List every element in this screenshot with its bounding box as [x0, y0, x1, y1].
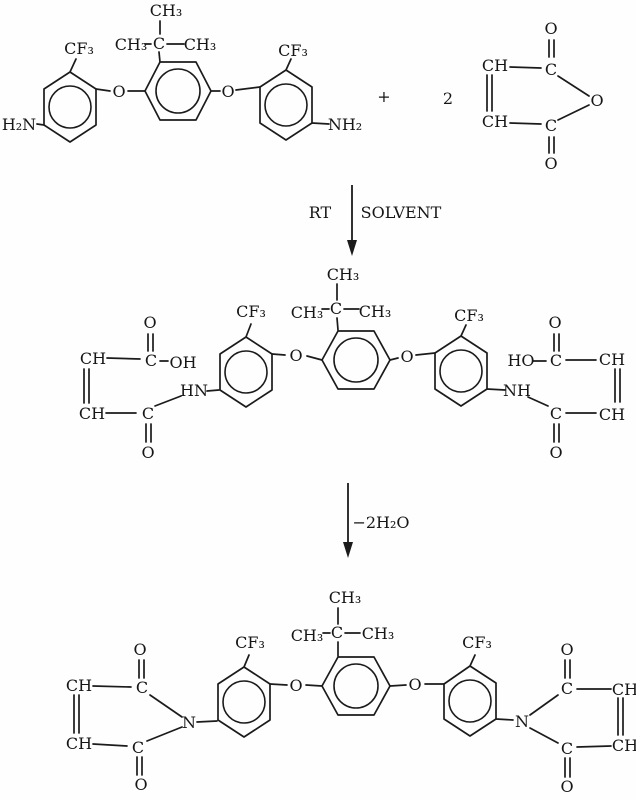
atom-label-cf3: CF₃: [454, 306, 484, 325]
plus-sign: +: [377, 87, 390, 106]
bonds: [83, 283, 621, 443]
arrow-head: [343, 542, 353, 558]
atom-label-ch: CH: [599, 405, 625, 424]
atom-label-c: C: [136, 678, 148, 697]
atom-label-ch: CH: [66, 676, 92, 695]
condition-label-minus-2h2o: −2H₂O: [352, 513, 409, 532]
aromatic-circle: [333, 663, 379, 709]
atom-label-ch: CH: [612, 680, 636, 699]
product-bismaleimide: CH O C CH C O N CF₃ O CH₃ CH₃ C CH₃ O CF…: [66, 588, 636, 796]
atom-label-ch3: CH₃: [184, 35, 217, 54]
aromatic-circle: [222, 680, 266, 724]
atom-label-ch3: CH₃: [329, 588, 362, 607]
atom-label-c: C: [550, 351, 562, 370]
bonds: [36, 20, 330, 126]
atom-label-c: C: [545, 60, 557, 79]
stoichiometric-coefficient: 2: [443, 89, 453, 108]
benzene-ring-hexagon: [443, 665, 497, 737]
atom-label-o: O: [221, 82, 234, 101]
benzene-ring-hexagon: [217, 666, 271, 738]
atom-label-ch: CH: [482, 56, 508, 75]
atom-label-c: C: [331, 623, 343, 642]
condition-label-solvent: SOLVENT: [361, 203, 442, 222]
atom-label-o: O: [289, 676, 302, 695]
atom-label-c: C: [550, 404, 562, 423]
atom-label-ch3: CH₃: [362, 624, 395, 643]
atom-label-o: O: [560, 777, 573, 796]
aromatic-circle: [448, 679, 492, 723]
benzene-ring-hexagon: [219, 336, 273, 408]
atom-label-nh2: NH₂: [328, 115, 362, 134]
atom-label-o: O: [549, 443, 562, 462]
benzene-ring-hexagon: [321, 656, 391, 716]
atom-label-hn: HN: [180, 381, 208, 400]
atom-label-c: C: [145, 351, 157, 370]
atom-label-n: N: [515, 712, 529, 731]
aromatic-circle: [224, 350, 268, 394]
aromatic-circle: [333, 337, 379, 383]
arrow-head: [347, 240, 357, 256]
reactant-maleic-anhydride: O CH C O CH C O: [482, 19, 604, 173]
aromatic-circle: [264, 83, 308, 127]
atom-label-o: O: [141, 443, 154, 462]
atom-label-cf3: CF₃: [278, 41, 308, 60]
atom-label-c: C: [153, 34, 165, 53]
atom-label-c: C: [142, 404, 154, 423]
bonds: [73, 607, 624, 778]
atom-label-o: O: [112, 82, 125, 101]
atom-label-ch3: CH₃: [291, 303, 324, 322]
atom-label-o: O: [544, 154, 557, 173]
reaction-arrow-step1: RT SOLVENT: [309, 185, 442, 256]
atom-label-cf3: CF₃: [64, 39, 94, 58]
atom-label-o: O: [548, 313, 561, 332]
benzene-ring-hexagon: [43, 71, 97, 143]
atom-label-cf3: CF₃: [235, 633, 265, 652]
bonds: [486, 39, 590, 154]
atom-label-ch: CH: [599, 350, 625, 369]
atom-label-ho: HO: [507, 351, 534, 370]
atom-label-o: O: [544, 19, 557, 38]
benzene-ring-hexagon: [259, 69, 313, 141]
atom-label-ch: CH: [79, 404, 105, 423]
atom-label-ch: CH: [612, 736, 636, 755]
atom-label-ch: CH: [80, 349, 106, 368]
aromatic-circle: [439, 349, 483, 393]
atom-label-c: C: [132, 738, 144, 757]
reactant-diamine: H₂N CF₃ CH₃ CH₃ C CH₃ O O CF₃ NH₂: [2, 1, 362, 143]
atom-label-ch: CH: [482, 112, 508, 131]
atom-label-ch: CH: [66, 734, 92, 753]
atom-label-o: O: [289, 346, 302, 365]
atom-label-nh: NH: [503, 381, 531, 400]
atom-label-o: O: [408, 675, 421, 694]
intermediate-bismaleamic-acid: O CH C OH CH C O HN CF₃ O CH₃ CH₃ C CH₃ …: [79, 265, 625, 462]
benzene-ring-hexagon: [321, 330, 391, 390]
atom-label-ch3: CH₃: [327, 265, 360, 284]
atom-label-oh: OH: [169, 353, 196, 372]
reaction-arrow-step2: −2H₂O: [343, 483, 410, 558]
atom-label-c: C: [330, 299, 342, 318]
atom-label-o: O: [134, 775, 147, 794]
atom-label-ch3: CH₃: [115, 35, 148, 54]
benzene-ring-hexagon: [434, 335, 488, 407]
atom-label-o: O: [560, 640, 573, 659]
aromatic-circle: [48, 85, 92, 129]
atom-label-h2n: H₂N: [2, 115, 36, 134]
condition-label-rt: RT: [309, 203, 332, 222]
atom-label-ch3: CH₃: [291, 626, 324, 645]
atom-label-c: C: [561, 679, 573, 698]
atom-label-o: O: [400, 347, 413, 366]
atom-label-cf3: CF₃: [236, 302, 266, 321]
atom-label-ch3: CH₃: [150, 1, 183, 20]
atom-label-ch3: CH₃: [359, 302, 392, 321]
atom-label-c: C: [561, 739, 573, 758]
atom-label-o: O: [133, 640, 146, 659]
atom-label-o: O: [143, 313, 156, 332]
atom-label-o: O: [590, 91, 603, 110]
benzene-ring-hexagon: [144, 61, 212, 121]
atom-label-c: C: [545, 116, 557, 135]
atom-label-cf3: CF₃: [462, 633, 492, 652]
atom-label-n: N: [182, 713, 196, 732]
aromatic-circle: [155, 68, 201, 114]
